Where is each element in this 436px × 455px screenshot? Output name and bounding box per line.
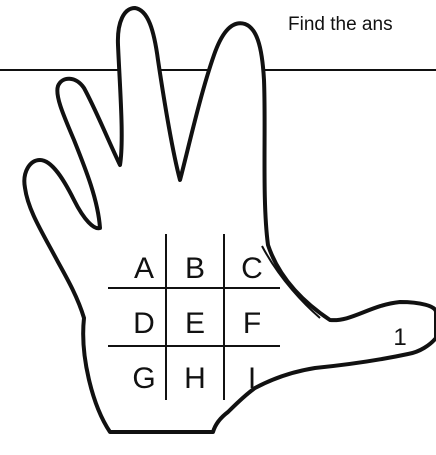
grid-letter-c: C [241,252,263,285]
grid-letter-f: F [243,307,261,340]
thumb-label: 1 [393,324,406,351]
grid-letter-g: G [132,362,155,395]
hand-outline [24,8,436,432]
grid-letter-a: A [134,252,154,285]
grid-letter-b: B [185,252,205,285]
grid-letter-i: I [248,362,256,395]
grid-letter-e: E [185,307,205,340]
grid-letter-d: D [133,307,155,340]
grid-letter-h: H [184,362,206,395]
instruction-text: Find the ans [288,14,393,36]
